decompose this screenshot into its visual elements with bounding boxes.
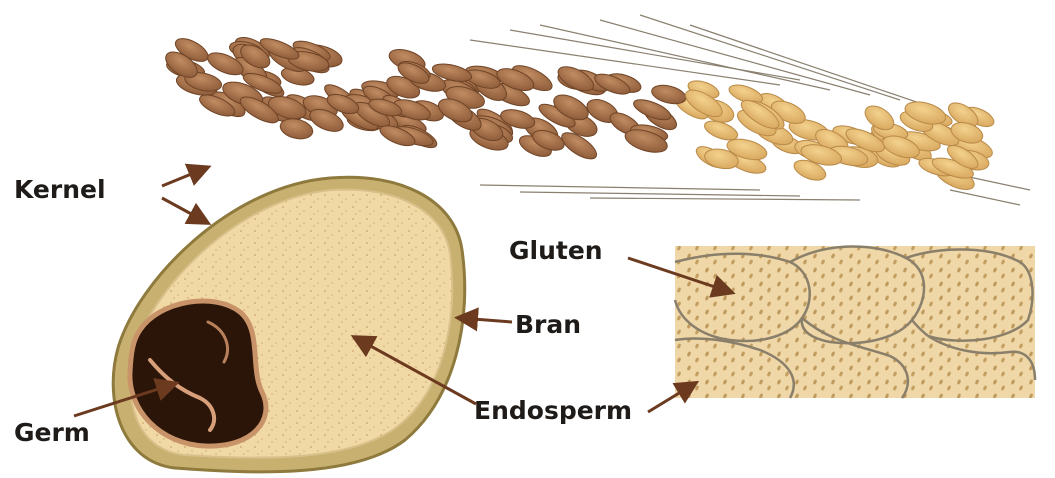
bran-arrow — [460, 318, 512, 322]
gluten-matrix — [675, 246, 1035, 398]
wheat-awn — [640, 15, 900, 100]
germ-label: Germ — [14, 420, 90, 445]
kernel-cross-section — [113, 177, 465, 472]
gluten-label: Gluten — [509, 238, 603, 263]
wheat-awn — [520, 192, 800, 196]
kernel-label: Kernel — [14, 177, 106, 202]
wheat-awn — [480, 185, 760, 190]
endosperm-label: Endosperm — [474, 398, 632, 423]
wheat-ear-illustration — [161, 15, 1030, 205]
wheat-awn — [590, 198, 860, 200]
wheat-awn — [950, 190, 1020, 205]
bran-label: Bran — [515, 312, 581, 337]
germ-region — [130, 301, 266, 446]
kernel-arrow-upper — [162, 168, 206, 186]
wheat-awn — [510, 30, 800, 80]
kernel-arrow-lower — [162, 198, 206, 222]
wheat-awn — [600, 20, 870, 95]
